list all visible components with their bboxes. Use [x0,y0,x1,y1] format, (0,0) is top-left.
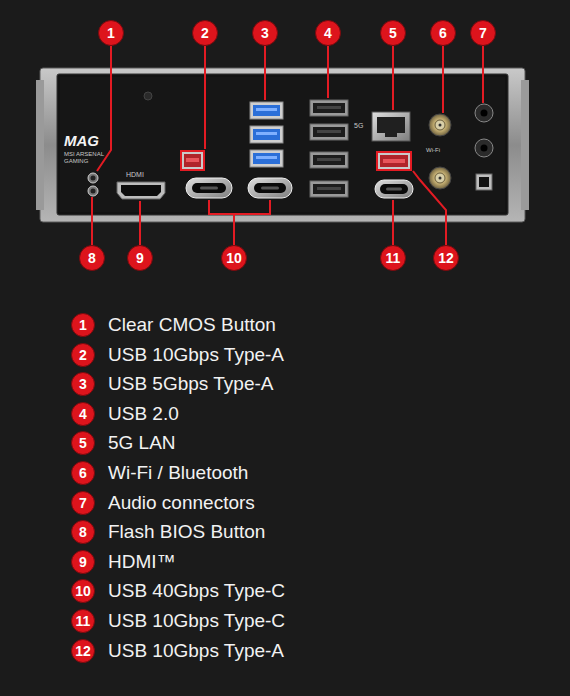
legend-number: 5 [71,431,95,455]
port-label: 5G [354,122,363,130]
callout-digit: 5 [79,436,87,450]
callout-digit: 11 [76,614,91,628]
callout-number: 7 [470,20,496,46]
callout-number: 4 [315,20,341,46]
callout-digit: 12 [75,644,91,658]
callout-digit: 2 [201,26,209,40]
callout-digit: 1 [79,318,87,332]
legend-number: 1 [71,313,95,337]
callout-digit: 7 [479,26,487,40]
callout-number: 3 [252,20,278,46]
legend-text: Wi-Fi / Bluetooth [108,462,248,484]
callout-digit: 1 [107,26,115,40]
callout-number: 10 [221,245,247,271]
callout-digit: 9 [136,251,144,265]
callout-digit: 7 [79,496,87,510]
callout-digit: 4 [324,26,332,40]
brand-name: MSI ARSENAL GAMING [64,151,104,165]
legend-number: 11 [71,609,95,633]
port-label: Wi-Fi [426,147,440,154]
legend-number: 10 [71,579,95,603]
callout-digit: 6 [439,26,447,40]
callout-digit: 5 [389,26,397,40]
callout-digit: 4 [79,407,87,421]
callout-digit: 10 [75,584,91,598]
callout-number: 5 [380,20,406,46]
callout-number: 9 [127,245,153,271]
callout-digit: 3 [79,377,87,391]
callout-digit: 9 [79,555,87,569]
legend-number: 2 [71,343,95,367]
brand-logo: MAG [64,132,99,149]
callout-number: 11 [380,245,406,271]
legend-text: USB 10Gbps Type-C [108,610,285,632]
legend-number: 12 [71,639,95,663]
port-label: HDMI [126,171,144,179]
legend-text: Clear CMOS Button [108,314,276,336]
legend-text: USB 10Gbps Type-A [108,640,284,662]
callout-number: 1 [98,20,124,46]
callout-number: 8 [79,245,105,271]
legend-text: USB 5Gbps Type-A [108,373,273,395]
callout-digit: 11 [386,251,401,265]
callout-digit: 6 [79,466,87,480]
callout-number: 2 [192,20,218,46]
callout-digit: 8 [88,251,96,265]
legend-text: Flash BIOS Button [108,521,265,543]
legend-text: 5G LAN [108,432,176,454]
legend-number: 8 [71,520,95,544]
legend-number: 4 [71,402,95,426]
legend-number: 6 [71,461,95,485]
legend-number: 9 [71,550,95,574]
callout-number: 12 [433,245,459,271]
callout-digit: 3 [261,26,269,40]
callout-number: 6 [430,20,456,46]
callout-digit: 2 [79,348,87,362]
legend-text: HDMI™ [108,551,176,573]
callout-digit: 8 [79,525,87,539]
legend-text: USB 10Gbps Type-A [108,344,284,366]
legend-number: 3 [71,372,95,396]
callout-digit: 12 [438,251,454,265]
legend-number: 7 [71,491,95,515]
legend-text: Audio connectors [108,492,255,514]
callout-digit: 10 [226,251,242,265]
legend-text: USB 40Gbps Type-C [108,580,285,602]
legend-text: USB 2.0 [108,403,179,425]
